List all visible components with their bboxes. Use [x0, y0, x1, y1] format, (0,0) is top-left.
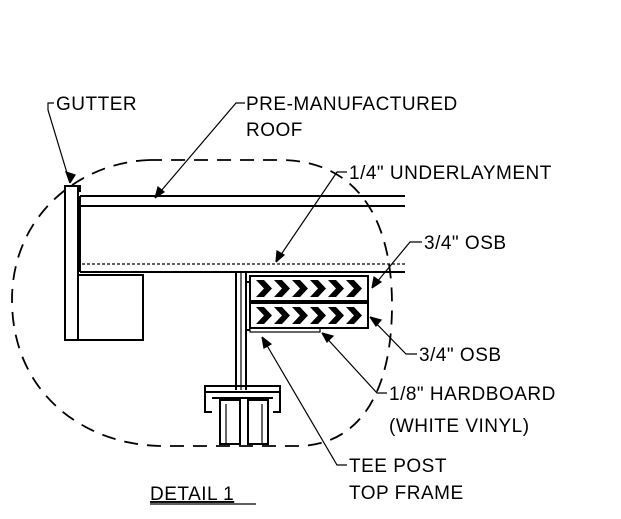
- osb-chevron: [274, 280, 290, 297]
- label-tee-post-line1: TEE POST: [349, 456, 447, 477]
- label-hardboard-line2: (WHITE VINYL): [389, 416, 530, 437]
- osb-chevron: [328, 280, 344, 297]
- osb-chevron: [346, 280, 362, 297]
- osb-layers: [249, 275, 369, 329]
- osb-chevron: [292, 280, 308, 297]
- label-hardboard-line1: 1/8" HARDBOARD: [389, 384, 556, 405]
- osb-chevron: [346, 307, 362, 324]
- label-osb-bottom: 3/4" OSB: [419, 345, 502, 366]
- label-underlayment: 1/4" UNDERLAYMENT: [349, 163, 552, 184]
- osb-chevron: [256, 307, 272, 324]
- label-roof-line1: PRE-MANUFACTURED: [246, 94, 458, 115]
- osb-chevron: [292, 307, 308, 324]
- osb-chevron: [328, 307, 344, 324]
- osb-chevron: [256, 280, 272, 297]
- top-frame: [204, 385, 281, 445]
- tee-post: [235, 272, 250, 390]
- label-osb-top: 3/4" OSB: [424, 233, 507, 254]
- detail-boundary: [11, 159, 393, 447]
- roof-panel: [79, 195, 405, 273]
- detail-title: DETAIL 1: [150, 484, 234, 505]
- osb-chevron: [310, 280, 326, 297]
- label-tee-post-line2: TOP FRAME: [349, 483, 464, 504]
- leader-lines: [47, 102, 422, 466]
- label-roof-line2: ROOF: [246, 120, 303, 141]
- label-gutter: GUTTER: [56, 94, 137, 115]
- osb-chevron: [274, 307, 290, 324]
- gutter: [64, 185, 144, 341]
- osb-chevron: [310, 307, 326, 324]
